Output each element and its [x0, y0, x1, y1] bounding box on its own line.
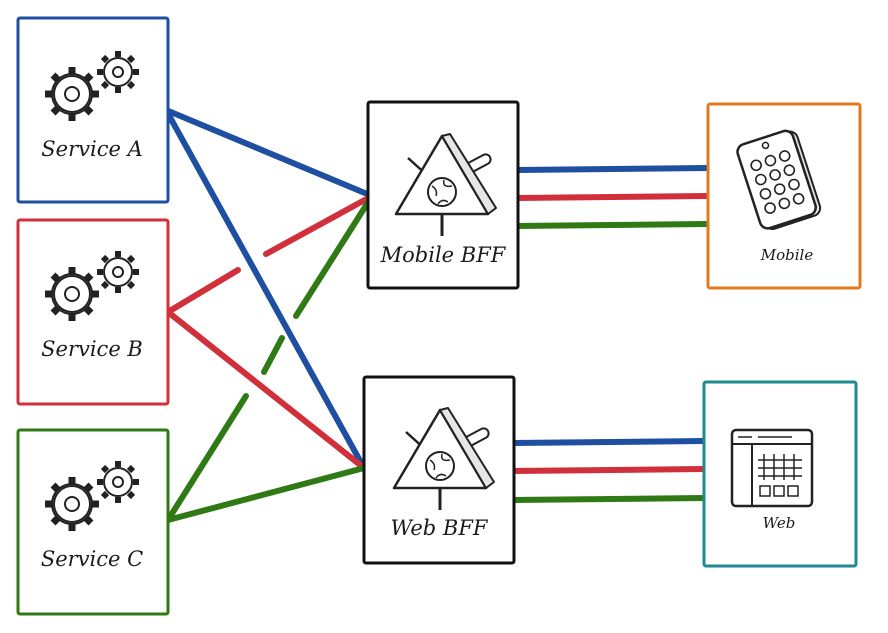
bff-client-connectors — [509, 165, 711, 503]
connector-service-a-mobile-bff — [163, 107, 375, 199]
service-label: Service C — [41, 547, 143, 571]
service-b-box: Service B — [16, 218, 170, 406]
bff-label: Mobile BFF — [380, 243, 507, 267]
service-label: Service B — [41, 337, 143, 361]
bff-label: Web BFF — [391, 516, 489, 540]
connector-service-b-mobile-bff — [165, 193, 375, 315]
client-label: Mobile — [760, 246, 814, 264]
connector-service-c-web-bff — [165, 465, 367, 523]
mobile-client-box: Mobile — [706, 102, 862, 290]
service-c-box: Service C — [16, 428, 170, 616]
web-client-box: Web — [702, 380, 858, 568]
connector-mobile-bff-green — [513, 221, 711, 229]
connector-service-b-web-bff — [165, 309, 367, 471]
connector-web-bff-green — [509, 495, 707, 503]
connector-web-bff-blue — [509, 438, 707, 446]
browser-window-icon — [730, 428, 814, 508]
mobile-bff-box: Mobile BFF — [366, 100, 520, 290]
connector-service-c-mobile-bff — [165, 193, 375, 523]
mobile-phone-icon — [736, 129, 822, 231]
connector-service-a-web-bff — [163, 107, 367, 471]
service-label: Service A — [41, 137, 142, 161]
connector-web-bff-red — [509, 466, 707, 474]
connector-mobile-bff-blue — [513, 165, 711, 173]
service-a-box: Service A — [16, 16, 170, 204]
service-bff-connectors — [163, 107, 375, 523]
web-bff-box: Web BFF — [362, 375, 516, 565]
client-label: Web — [763, 514, 796, 532]
connector-mobile-bff-red — [513, 193, 711, 201]
